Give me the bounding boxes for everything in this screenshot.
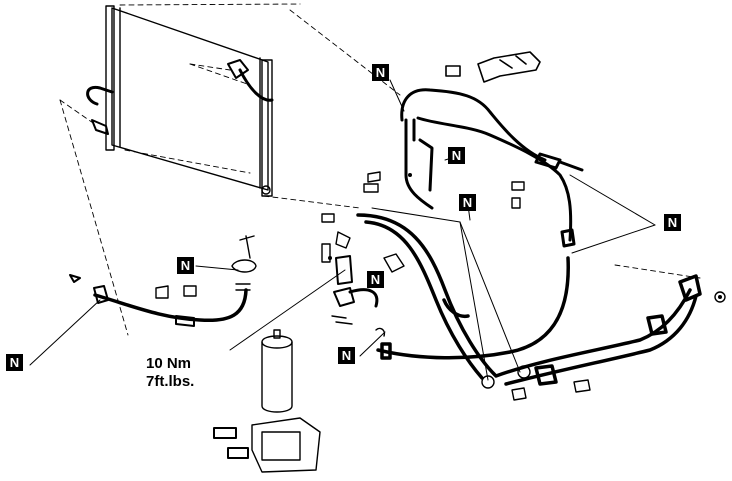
n-badge-lower-center: N [338, 347, 355, 364]
liquid-hose-left [69, 259, 257, 327]
main-hoses [356, 213, 702, 386]
upper-lines [400, 88, 584, 248]
badge-leaders [29, 79, 656, 381]
n-badge-center: N [459, 194, 476, 211]
bolts [321, 171, 726, 401]
torque-value: 10 Nm [146, 355, 192, 372]
torque-value-imperial: 7ft.lbs. [146, 373, 195, 390]
n-badge-lower-left: N [6, 354, 23, 371]
n-badge-switch: N [367, 271, 384, 288]
dash-leaders [59, 3, 701, 336]
n-badge-right: N [664, 214, 681, 231]
n-badge-hose-left: N [177, 257, 194, 274]
n-badge-upper: N [372, 64, 389, 81]
upper-bracket [445, 51, 541, 83]
condenser [86, 5, 274, 197]
n-badge-center-upper: N [448, 147, 465, 164]
receiver-drier [213, 235, 321, 473]
pressure-switch [321, 231, 405, 337]
